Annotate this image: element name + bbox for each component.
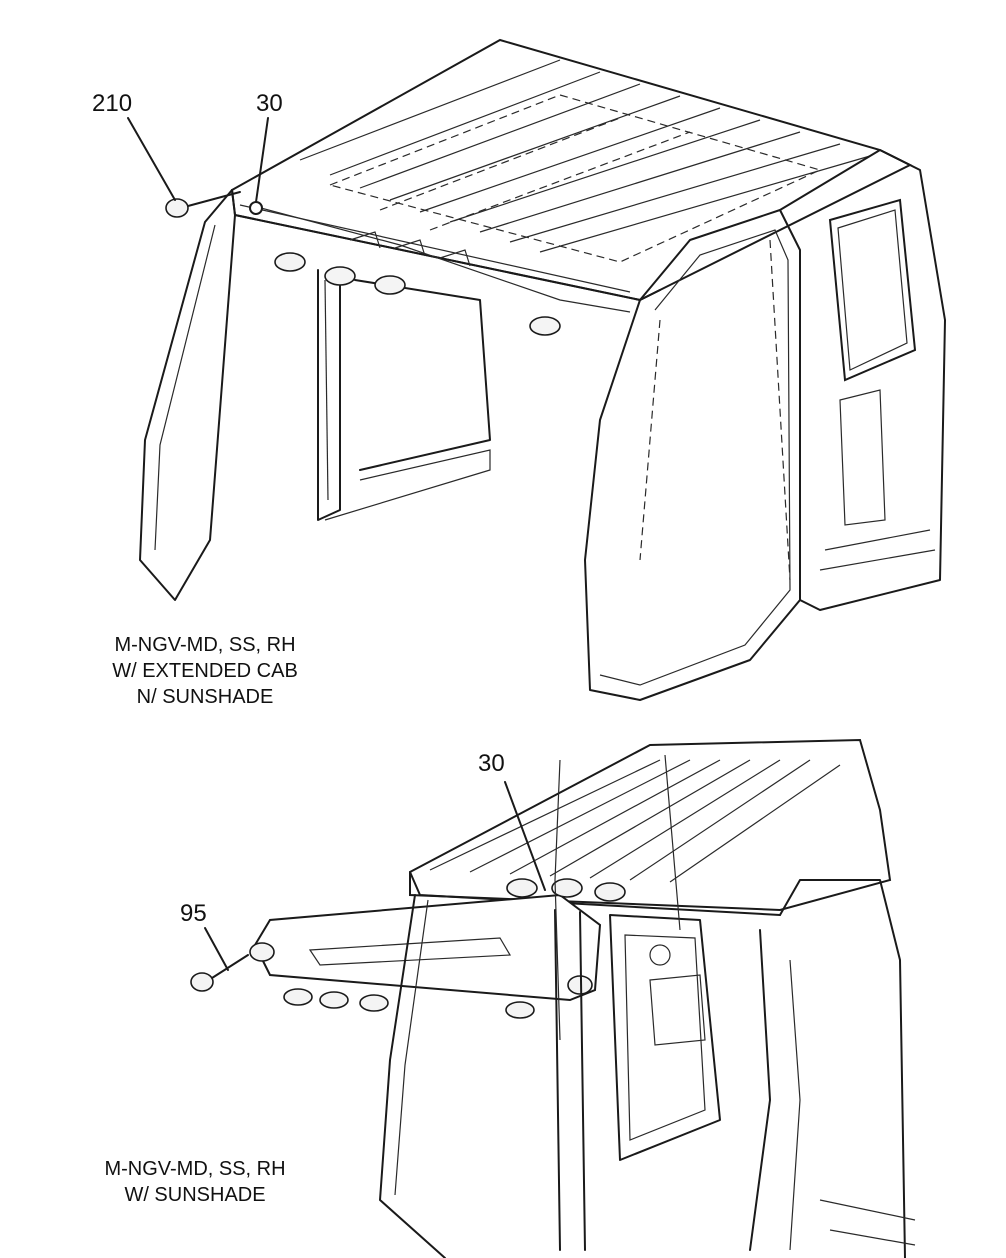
caption-bottom-view: M-NGV-MD, SS, RH W/ SUNSHADE	[80, 1156, 310, 1208]
callout-95: 95	[180, 900, 207, 927]
leader-line-210	[127, 117, 176, 201]
leader-line-30-bottom	[504, 781, 546, 891]
caption-bottom-line-1: M-NGV-MD, SS, RH	[104, 1158, 286, 1180]
callout-30-top: 30	[256, 90, 283, 117]
caption-top-view: M-NGV-MD, SS, RH W/ EXTENDED CAB N/ SUNS…	[80, 632, 330, 710]
top-cab-illustration	[127, 38, 946, 701]
caption-top-line-3: N/ SUNSHADE	[136, 686, 274, 708]
bottom-cab-illustration	[190, 738, 916, 1258]
connector-95-icon	[190, 972, 214, 992]
leader-line-95	[204, 927, 229, 971]
callout-30-bottom: 30	[478, 750, 505, 777]
connector-30-icon	[249, 201, 263, 215]
caption-top-line-1: M-NGV-MD, SS, RH	[114, 634, 296, 656]
caption-bottom-line-2: W/ SUNSHADE	[124, 1184, 266, 1206]
leader-line-30-top	[255, 117, 269, 203]
caption-top-line-2: W/ EXTENDED CAB	[112, 660, 298, 682]
connector-210-icon	[165, 198, 189, 218]
callout-210: 210	[92, 90, 133, 117]
